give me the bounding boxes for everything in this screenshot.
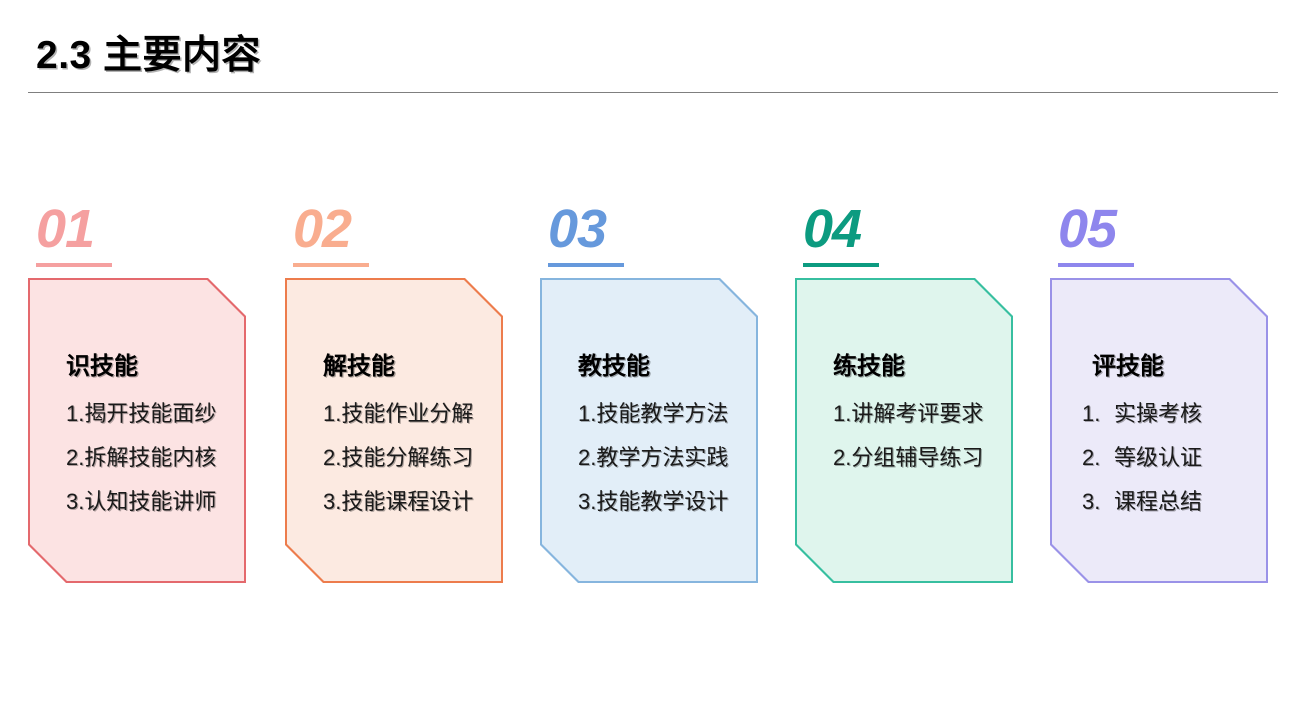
card-04-body: 练技能 1. 讲解考评要求 2. 分组辅导练习 — [795, 278, 1013, 583]
list-item-text: 技能教学方法 — [596, 401, 729, 426]
card-03-number-block: 03 — [540, 199, 780, 278]
list-item-text: 揭开技能面纱 — [84, 401, 217, 426]
card-01-number-underline — [36, 263, 112, 267]
list-item-text: 分组辅导练习 — [851, 445, 984, 470]
list-item: 2. 教学方法实践 — [578, 447, 740, 469]
card-02-content: 解技能 1. 技能作业分解 2. 技能分解练习 3. 技能课程设计 — [303, 312, 493, 513]
list-item-text: 认知技能讲师 — [84, 489, 217, 514]
list-item: 3. 课程总结 — [1082, 491, 1250, 513]
card-05-content: 评技能 1. 实操考核 2. 等级认证 3. 课程总结 — [1068, 312, 1258, 513]
card-02-body: 解技能 1. 技能作业分解 2. 技能分解练习 3. 技能课程设计 — [285, 278, 503, 583]
card-03-body: 教技能 1. 技能教学方法 2. 教学方法实践 3. 技能教学设计 — [540, 278, 758, 583]
card-02-number-block: 02 — [285, 199, 525, 278]
list-item: 3. 认知技能讲师 — [66, 491, 228, 513]
list-item-number: 3. — [578, 489, 597, 514]
list-item-text: 技能课程设计 — [341, 489, 474, 514]
card-03[interactable]: 03 教技能 1. 技能教学方法 2. 教学方法实践 — [540, 199, 780, 583]
card-03-number-underline — [548, 263, 624, 267]
list-item: 1. 实操考核 — [1082, 403, 1250, 425]
card-02-number-underline — [293, 263, 369, 267]
list-item-text: 课程总结 — [1114, 489, 1203, 514]
list-item-number: 1. — [833, 401, 852, 426]
list-item-text: 实操考核 — [1114, 401, 1203, 426]
card-01[interactable]: 01 识技能 1. 揭开技能面纱 2. 拆解技能内核 — [28, 199, 268, 583]
list-item-number: 3. — [66, 489, 85, 514]
card-04[interactable]: 04 练技能 1. 讲解考评要求 2. 分组辅导练习 — [795, 199, 1035, 583]
list-item: 2. 分组辅导练习 — [833, 447, 995, 469]
card-05-number-block: 05 — [1050, 199, 1290, 278]
list-item-text: 拆解技能内核 — [84, 445, 217, 470]
card-04-number: 04 — [803, 199, 862, 259]
card-04-list: 1. 讲解考评要求 2. 分组辅导练习 — [833, 403, 995, 469]
list-item-number: 1. — [66, 401, 85, 426]
list-item-number: 3. — [323, 489, 342, 514]
card-05-body-fill — [1052, 280, 1266, 581]
card-01-list: 1. 揭开技能面纱 2. 拆解技能内核 3. 认知技能讲师 — [66, 403, 228, 513]
card-01-body-fill — [30, 280, 244, 581]
list-item-number: 2. — [1082, 445, 1101, 470]
list-item: 1. 讲解考评要求 — [833, 403, 995, 425]
card-03-list: 1. 技能教学方法 2. 教学方法实践 3. 技能教学设计 — [578, 403, 740, 513]
card-05[interactable]: 05 评技能 1. 实操考核 2. 等级认证 — [1050, 199, 1290, 583]
list-item: 1. 技能作业分解 — [323, 403, 485, 425]
card-01-content: 识技能 1. 揭开技能面纱 2. 拆解技能内核 3. 认知技能讲师 — [46, 312, 236, 513]
card-03-heading: 教技能 — [578, 353, 650, 380]
list-item-text: 技能作业分解 — [341, 401, 474, 426]
card-02-body-fill — [287, 280, 501, 581]
card-04-number-underline — [803, 263, 879, 267]
list-item-number: 2. — [833, 445, 852, 470]
list-item: 3. 技能教学设计 — [578, 491, 740, 513]
list-item-text: 技能教学设计 — [596, 489, 729, 514]
card-03-body-fill — [542, 280, 756, 581]
card-02-list: 1. 技能作业分解 2. 技能分解练习 3. 技能课程设计 — [323, 403, 485, 513]
card-01-heading: 识技能 — [66, 353, 138, 380]
card-05-number-underline — [1058, 263, 1134, 267]
card-01-number-block: 01 — [28, 199, 268, 278]
card-04-body-fill — [797, 280, 1011, 581]
list-item: 2. 拆解技能内核 — [66, 447, 228, 469]
list-item: 1. 技能教学方法 — [578, 403, 740, 425]
card-05-list: 1. 实操考核 2. 等级认证 3. 课程总结 — [1082, 403, 1250, 513]
card-04-content: 练技能 1. 讲解考评要求 2. 分组辅导练习 — [813, 312, 1003, 469]
card-02-number: 02 — [293, 199, 352, 259]
card-01-number: 01 — [36, 199, 95, 259]
list-item-number: 2. — [578, 445, 597, 470]
list-item-text: 等级认证 — [1114, 445, 1203, 470]
list-item: 3. 技能课程设计 — [323, 491, 485, 513]
title-divider — [28, 92, 1278, 93]
list-item-number: 3. — [1082, 489, 1101, 514]
card-02[interactable]: 02 解技能 1. 技能作业分解 2. 技能分解练习 — [285, 199, 525, 583]
list-item: 2. 技能分解练习 — [323, 447, 485, 469]
list-item-number: 1. — [578, 401, 597, 426]
card-04-number-block: 04 — [795, 199, 1035, 278]
list-item-number: 2. — [323, 445, 342, 470]
list-item-number: 2. — [66, 445, 85, 470]
card-01-body: 识技能 1. 揭开技能面纱 2. 拆解技能内核 3. 认知技能讲师 — [28, 278, 246, 583]
list-item-number: 1. — [1082, 401, 1101, 426]
list-item: 2. 等级认证 — [1082, 447, 1250, 469]
card-05-number: 05 — [1058, 199, 1117, 259]
list-item-text: 教学方法实践 — [596, 445, 729, 470]
card-04-heading: 练技能 — [833, 353, 905, 380]
card-03-number: 03 — [548, 199, 607, 259]
card-05-body: 评技能 1. 实操考核 2. 等级认证 3. 课程总结 — [1050, 278, 1268, 583]
list-item-text: 讲解考评要求 — [851, 401, 984, 426]
list-item-text: 技能分解练习 — [341, 445, 474, 470]
list-item: 1. 揭开技能面纱 — [66, 403, 228, 425]
card-02-heading: 解技能 — [323, 353, 395, 380]
card-03-content: 教技能 1. 技能教学方法 2. 教学方法实践 3. 技能教学设计 — [558, 312, 748, 513]
card-05-heading: 评技能 — [1092, 353, 1164, 380]
page-title: 2.3 主要内容 — [36, 34, 262, 77]
list-item-number: 1. — [323, 401, 342, 426]
